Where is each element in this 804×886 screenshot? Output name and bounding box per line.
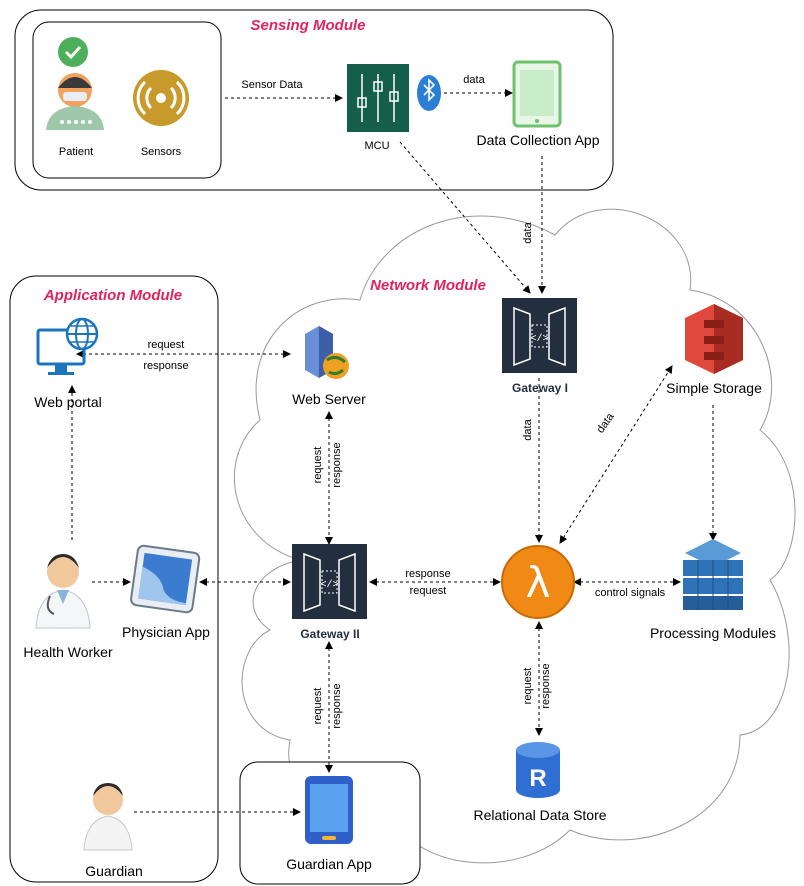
data-collection-app-label: Data Collection App (477, 132, 600, 148)
application-module-title: Application Module (43, 287, 182, 304)
health-worker-label: Health Worker (23, 644, 113, 660)
edge-label-response-webportal: response (143, 360, 188, 372)
guardian-label: Guardian (85, 863, 143, 879)
edge-label-request-rds: request (522, 668, 534, 705)
lambda-icon: λ (501, 545, 575, 619)
edge-label-sensor-data: Sensor Data (241, 79, 303, 91)
rds-icon: R (516, 742, 560, 798)
edge-label-data-collect-gateway: data (522, 221, 534, 243)
relational-data-store-label: Relational Data Store (473, 807, 606, 823)
guardian-icon (83, 783, 133, 851)
edge-label-request-webportal: request (148, 339, 185, 351)
network-module-title: Network Module (370, 277, 486, 294)
sensor-icon (133, 70, 189, 126)
tablet-icon (512, 60, 562, 128)
processing-modules-label: Processing Modules (650, 625, 776, 641)
svg-text:R: R (529, 765, 546, 792)
physician-app-label: Physician App (122, 624, 210, 640)
svg-text:</>: </> (320, 579, 338, 591)
edge-label-data-gateway-lambda: data (522, 418, 534, 440)
web-portal-icon (36, 317, 99, 375)
edge-label-response-rds: response (540, 663, 552, 708)
mcu-icon (347, 64, 409, 132)
edge-label-request-gateway2: request (410, 585, 447, 597)
svg-text:</>: </> (530, 333, 548, 345)
api-gateway-icon: </> (292, 544, 367, 619)
edge-label-data-tablet: data (463, 74, 485, 86)
doctor-icon (35, 554, 91, 629)
physician-tablet-icon (130, 544, 201, 614)
connectors (68, 89, 717, 816)
processing-icon (683, 539, 743, 610)
guardian-app-label: Guardian App (286, 856, 372, 872)
api-gateway-icon: </> (502, 298, 577, 373)
edge-label-request-webserver: request (312, 447, 324, 484)
edge-label-response-gateway2: response (405, 568, 450, 580)
edge-label-request-guardian: request (312, 688, 324, 725)
mcu-label: MCU (364, 140, 389, 152)
patient-label: Patient (59, 146, 93, 158)
web-server-icon (305, 326, 349, 379)
phone-icon (305, 776, 353, 844)
edge-label-response-webserver: response (331, 442, 343, 487)
s3-storage-icon (685, 304, 743, 374)
simple-storage-label: Simple Storage (666, 380, 762, 396)
bluetooth-icon (417, 75, 441, 111)
patient-icon (46, 37, 104, 130)
sensing-module-title: Sensing Module (250, 17, 365, 34)
sensors-label: Sensors (141, 146, 182, 158)
edge-label-control-signals: control signals (595, 587, 666, 599)
svg-text:λ: λ (526, 558, 551, 607)
web-server-label: Web Server (292, 391, 366, 407)
edge-label-response-guardian: response (331, 683, 343, 728)
web-portal-label: Web portal (34, 394, 101, 410)
gateway-1-label: Gateway I (512, 381, 568, 395)
gateway-2-label: Gateway II (300, 627, 359, 641)
